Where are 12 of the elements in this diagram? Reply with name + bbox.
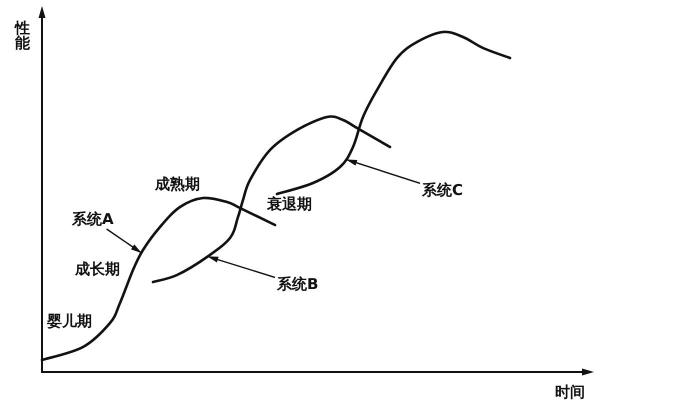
leader-arrow: [106, 228, 142, 254]
leader-arrow: [346, 158, 420, 184]
phase-label: 成熟期: [155, 177, 200, 192]
curve-label: 系统B: [277, 277, 318, 292]
leader-arrow: [207, 256, 276, 278]
phase-label: 成长期: [75, 262, 120, 277]
phase-label: 婴儿期: [47, 314, 92, 329]
phase-label: 衰退期: [267, 197, 312, 212]
axis-label: 时间: [555, 385, 585, 400]
axis-label: 性能: [15, 21, 30, 51]
curve-label: 系统C: [422, 183, 464, 198]
curve: [276, 30, 512, 196]
